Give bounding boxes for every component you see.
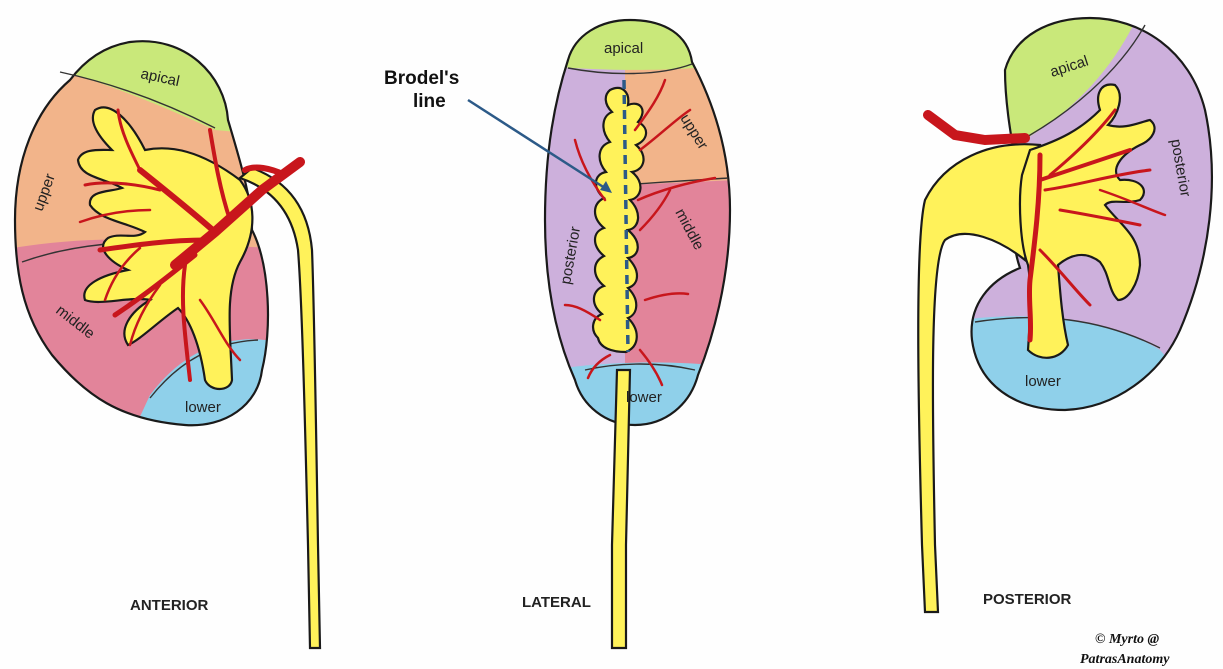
- anterior-view-title: ANTERIOR: [130, 597, 209, 614]
- lateral-label-lower: lower: [626, 389, 662, 406]
- posterior-lower-segment: [960, 316, 1223, 430]
- posterior-view: apical posterior lower POSTERIOR: [918, 0, 1223, 612]
- lateral-view-title: LATERAL: [522, 594, 591, 611]
- credit-line2: PatrasAnatomy: [1080, 652, 1170, 667]
- lateral-label-apical: apical: [604, 40, 643, 57]
- anterior-view: apical upper middle lower ANTERIOR: [0, 0, 330, 648]
- lateral-view: Brodel's line apical upper posterior mid…: [384, 0, 740, 648]
- anterior-label-lower: lower: [185, 399, 221, 416]
- lateral-apical-segment: [540, 0, 740, 70]
- brodel-label-line1: Brodel's: [384, 68, 459, 89]
- posterior-view-title: POSTERIOR: [983, 591, 1072, 608]
- posterior-label-lower: lower: [1025, 373, 1061, 390]
- brodel-label-line2: line: [413, 91, 446, 112]
- credit-line1: © Myrto @: [1095, 632, 1159, 647]
